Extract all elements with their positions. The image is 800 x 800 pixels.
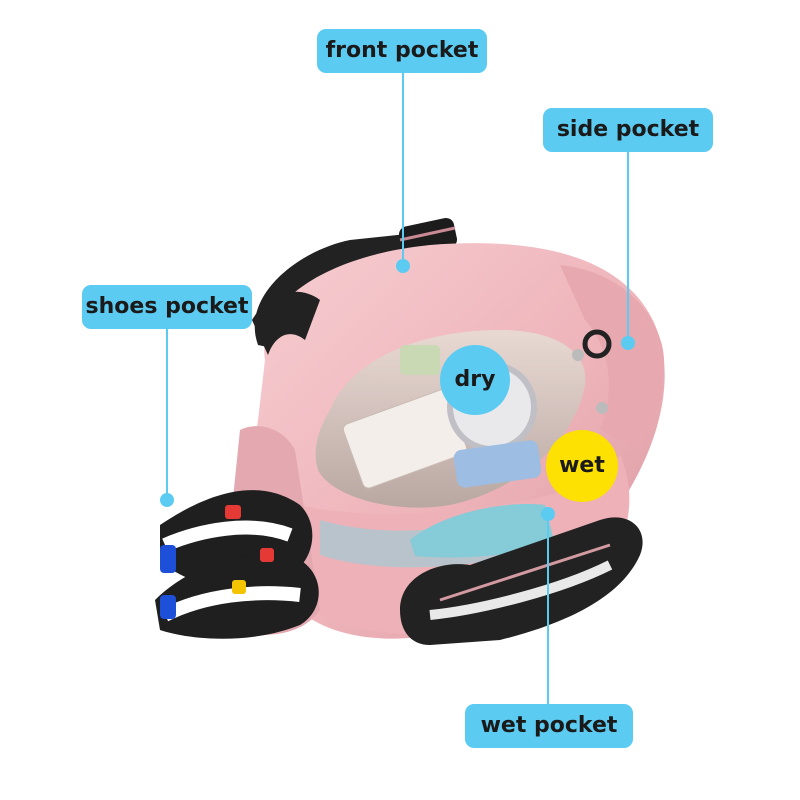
shirt-item <box>453 440 542 488</box>
left-strap <box>252 291 320 355</box>
dry-badge: dry <box>440 345 510 415</box>
wet-pocket-label: wet pocket <box>465 704 633 748</box>
shoes-item <box>155 490 319 639</box>
side-pocket-label: side pocket <box>543 108 713 152</box>
side-pocket-panel <box>560 265 665 450</box>
bottle-item <box>400 345 440 375</box>
wet-badge: wet <box>546 430 618 502</box>
shoes-pocket-label: shoes pocket <box>82 285 252 329</box>
side-clip <box>582 329 612 359</box>
towel-item <box>410 504 555 558</box>
front-pocket-label: front pocket <box>317 29 487 73</box>
